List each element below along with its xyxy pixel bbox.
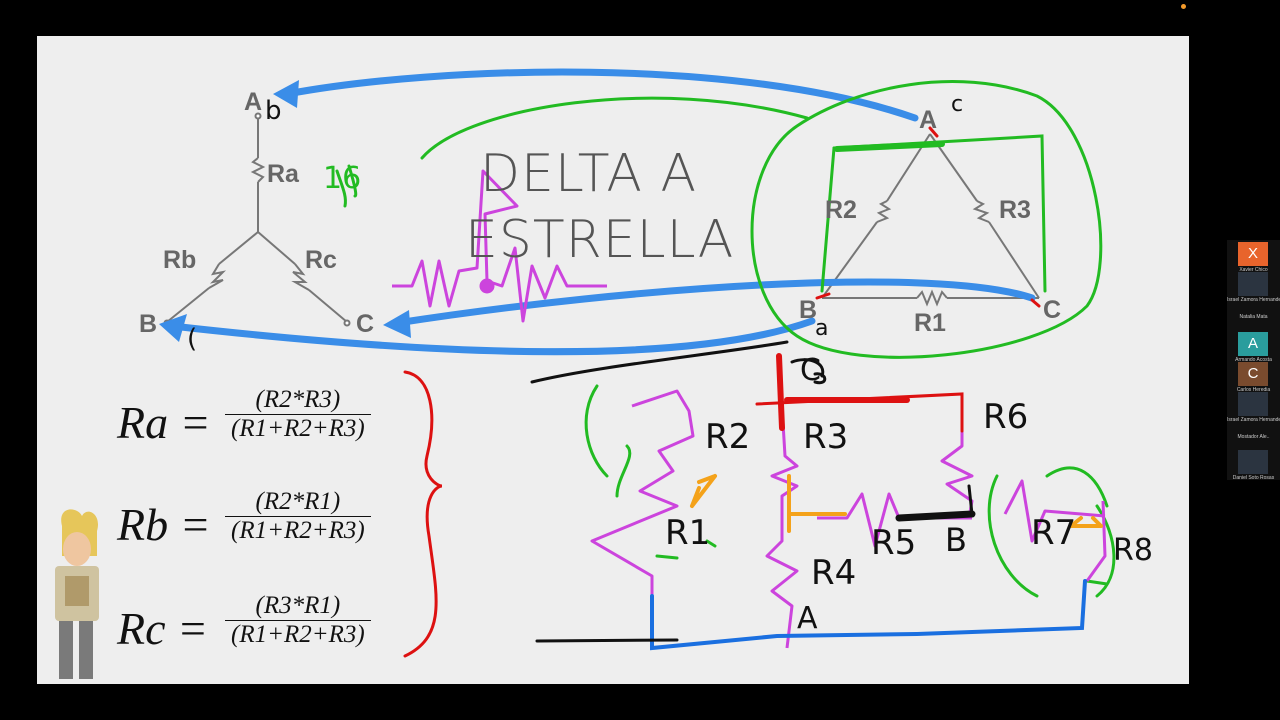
annotation-r1: R1 xyxy=(665,513,711,553)
annotation-r5: R5 xyxy=(871,523,917,563)
slide-drawing xyxy=(55,68,1116,679)
participant-name: Israel Zamora Hernandez xyxy=(1227,417,1280,423)
annotation-b-delta-mark: a xyxy=(815,316,829,341)
formula-rc-fraction: (R3*R1) (R1+R2+R3) xyxy=(225,592,371,649)
star-ra-label: Ra xyxy=(267,160,299,188)
annotation-r4: R4 xyxy=(811,553,857,593)
star-network xyxy=(163,112,351,327)
delta-node-b-label: B xyxy=(799,296,818,324)
annotation-a-delta-mark: c xyxy=(951,92,964,117)
participant-name: Carlos Heredia xyxy=(1236,387,1271,393)
blue-arrows xyxy=(168,68,1036,356)
recording-indicator xyxy=(1181,4,1186,9)
star-node-a-label: A xyxy=(244,88,263,116)
green-ink xyxy=(335,80,1116,598)
formula-rb-fraction: (R2*R1) (R1+R2+R3) xyxy=(225,488,371,545)
formula-rc-denominator: (R1+R2+R3) xyxy=(231,621,365,648)
participant-name: Israel Zamora Hernandez xyxy=(1227,297,1280,303)
participant-name: Xavier Chico xyxy=(1239,267,1268,273)
participant-tile[interactable]: Israel Zamora Hernandez xyxy=(1227,392,1280,423)
orange-ink xyxy=(690,474,1103,533)
formula-ra-fraction: (R2*R3) (R1+R2+R3) xyxy=(225,386,371,443)
participant-name: Daniel Soto Rosas xyxy=(1232,475,1275,481)
delta-r3-label: R3 xyxy=(999,196,1031,224)
formula-ra: Ra = (R2*R3) (R1+R2+R3) xyxy=(117,386,417,466)
annotation-b-mark: ( xyxy=(187,324,198,354)
annotation-ra-mark: 16 xyxy=(323,161,362,196)
participant-name: Mostador Ale.. xyxy=(1237,434,1270,440)
participant-avatar: X xyxy=(1238,242,1268,266)
participant-video xyxy=(1238,392,1268,416)
participant-tile[interactable]: Daniel Soto Rosas xyxy=(1227,450,1280,481)
formula-ra-numerator: (R2*R3) xyxy=(225,386,371,415)
arrow-heads xyxy=(159,80,411,342)
participant-avatar: A xyxy=(1238,332,1268,356)
slide-title-line2: ESTRELLA xyxy=(465,210,735,270)
cartoon-character xyxy=(55,509,99,679)
star-rc-label: Rc xyxy=(305,246,337,274)
formula-rb: Rb = (R2*R1) (R1+R2+R3) xyxy=(117,488,417,568)
formula-ra-denominator: (R1+R2+R3) xyxy=(231,415,365,442)
delta-node-a-label: A xyxy=(919,106,938,134)
participant-tile[interactable]: Natalia Mata xyxy=(1227,304,1280,332)
participant-video xyxy=(1238,450,1268,474)
delta-node-c-label: C xyxy=(1043,296,1062,324)
blue-circuit xyxy=(650,579,1087,651)
annotation-r3: R3 xyxy=(803,417,849,457)
annotation-r2: R2 xyxy=(705,417,751,457)
slide-title-line1: DELTA A xyxy=(480,144,698,204)
formula-rc-lhs: Rc = xyxy=(117,603,209,654)
delta-r2-label: R2 xyxy=(825,196,857,224)
delta-r1-label: R1 xyxy=(914,309,946,337)
participant-tile[interactable]: X Xavier Chico xyxy=(1227,240,1280,273)
participant-name: Armando Acosta xyxy=(1235,357,1272,363)
formula-rc: Rc = (R3*R1) (R1+R2+R3) xyxy=(117,592,417,672)
black-ink xyxy=(530,340,976,643)
formula-rb-lhs: Rb = xyxy=(117,499,211,550)
participant-tile[interactable]: C Carlos Heredia xyxy=(1227,362,1280,393)
participant-tile[interactable]: Israel Zamora Hernandez xyxy=(1227,272,1280,303)
formula-rb-numerator: (R2*R1) xyxy=(225,488,371,517)
annotation-node-c: C xyxy=(800,353,821,388)
annotation-node-b: B xyxy=(945,521,967,559)
formula-ra-lhs: Ra = xyxy=(117,397,211,448)
formula-rb-denominator: (R1+R2+R3) xyxy=(231,517,365,544)
annotation-a-mark: b xyxy=(265,96,282,126)
formula-rc-numerator: (R3*R1) xyxy=(225,592,371,621)
participant-video xyxy=(1238,272,1268,296)
star-rb-label: Rb xyxy=(163,246,197,274)
participant-avatar: C xyxy=(1238,362,1268,386)
presentation-slide: DELTA A ESTRELLA A Ra Rb Rc B C A R2 R3 … xyxy=(37,36,1189,684)
star-node-b-label: B xyxy=(139,310,158,338)
annotation-r6: R6 xyxy=(983,397,1029,437)
annotation-r7: R7 xyxy=(1031,513,1077,553)
annotation-r8: R8 xyxy=(1113,533,1153,568)
annotation-node-a: A xyxy=(797,601,818,636)
red-ink xyxy=(403,126,1041,658)
participant-tile[interactable]: Mostador Ale.. xyxy=(1227,424,1280,452)
star-node-c-label: C xyxy=(356,310,375,338)
participant-tile[interactable]: A Armando Acosta xyxy=(1227,332,1280,363)
participants-panel[interactable]: X Xavier Chico Israel Zamora Hernandez N… xyxy=(1227,240,1280,481)
participant-name: Natalia Mata xyxy=(1239,314,1268,320)
